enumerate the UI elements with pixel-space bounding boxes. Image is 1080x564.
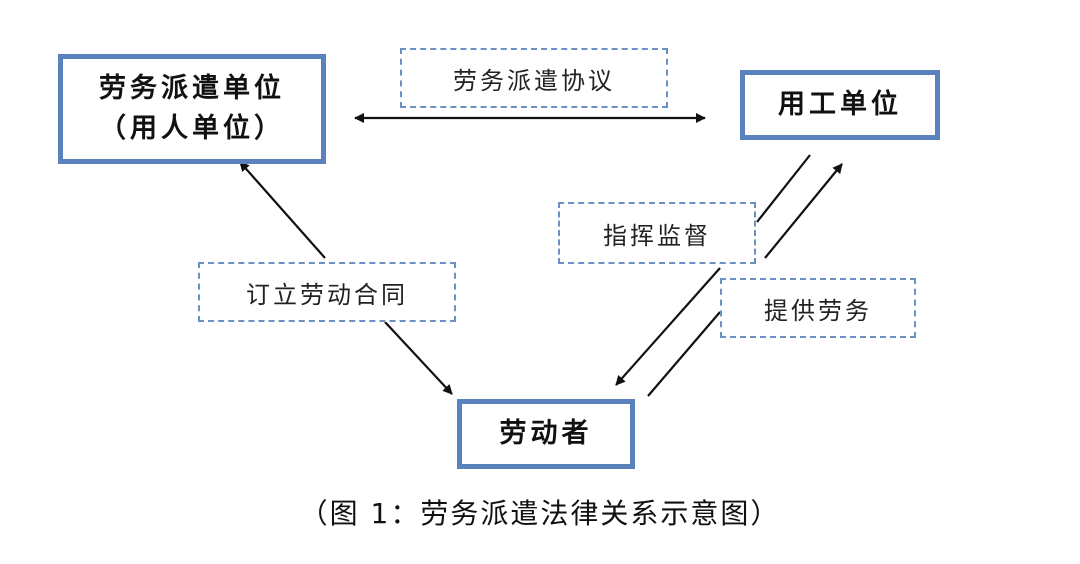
employer-name: 用工单位 [778, 88, 902, 120]
figure-caption: （图 1：劳务派遣法律关系示意图） [299, 497, 781, 530]
employer-node: 用工单位 [740, 70, 940, 140]
direction-supervision-label: 指挥监督 [558, 202, 756, 264]
dispatch-unit-name: 劳务派遣单位 [99, 72, 285, 104]
dispatch-unit-node: 劳务派遣单位 （用人单位） [58, 54, 326, 164]
provide-labor-arrow-lower [647, 311, 721, 397]
supervision-arrow-lower [615, 267, 721, 386]
provide-labor-label: 提供劳务 [720, 278, 916, 338]
worker-name: 劳动者 [499, 417, 593, 449]
supervision-arrow [756, 154, 811, 223]
contract-arrow-to-worker [384, 321, 453, 395]
worker-node: 劳动者 [457, 399, 635, 469]
dispatch-agreement-label: 劳务派遣协议 [400, 48, 668, 108]
contract-arrow-to-dispatch [239, 161, 326, 259]
labor-contract-label: 订立劳动合同 [198, 262, 456, 322]
provide-labor-arrow [764, 163, 843, 259]
dispatch-unit-subtitle: （用人单位） [99, 113, 285, 144]
